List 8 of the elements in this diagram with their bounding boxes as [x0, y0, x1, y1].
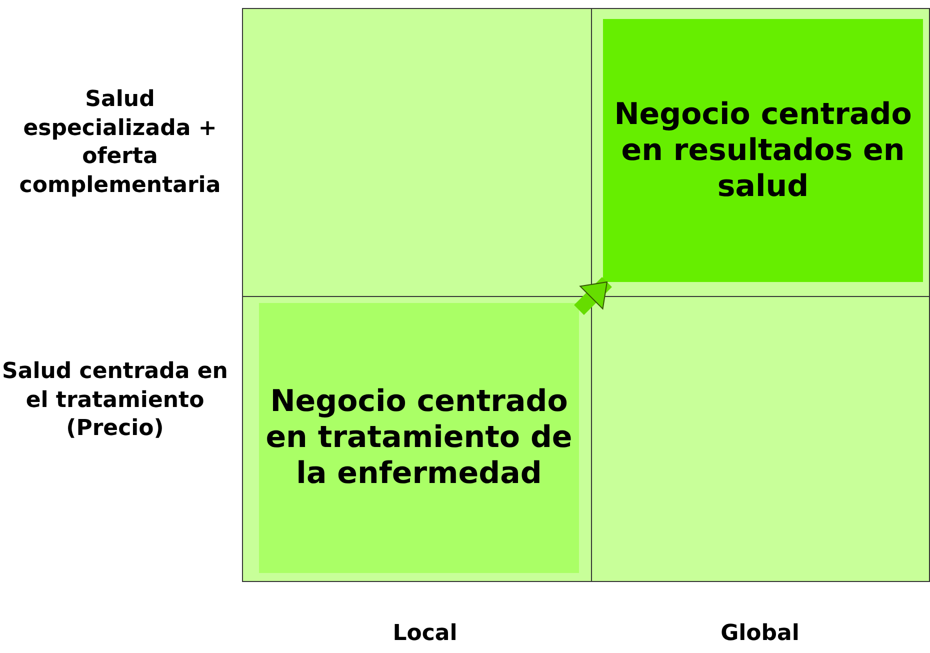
quadrant-panel [242, 8, 592, 297]
row-label: Salud centrada en el tratamiento (Precio) [1, 358, 229, 444]
column-label: Local [392, 620, 458, 648]
row-label: Salud especializada + oferta complementaria [18, 86, 222, 200]
quadrant-title: Negocio centrado en resultados en salud [613, 96, 913, 204]
quadrant-panel [591, 296, 930, 582]
column-label: Global [720, 620, 800, 648]
quadrant-title: Negocio centrado en tratamiento de la enfermedad [264, 384, 574, 492]
